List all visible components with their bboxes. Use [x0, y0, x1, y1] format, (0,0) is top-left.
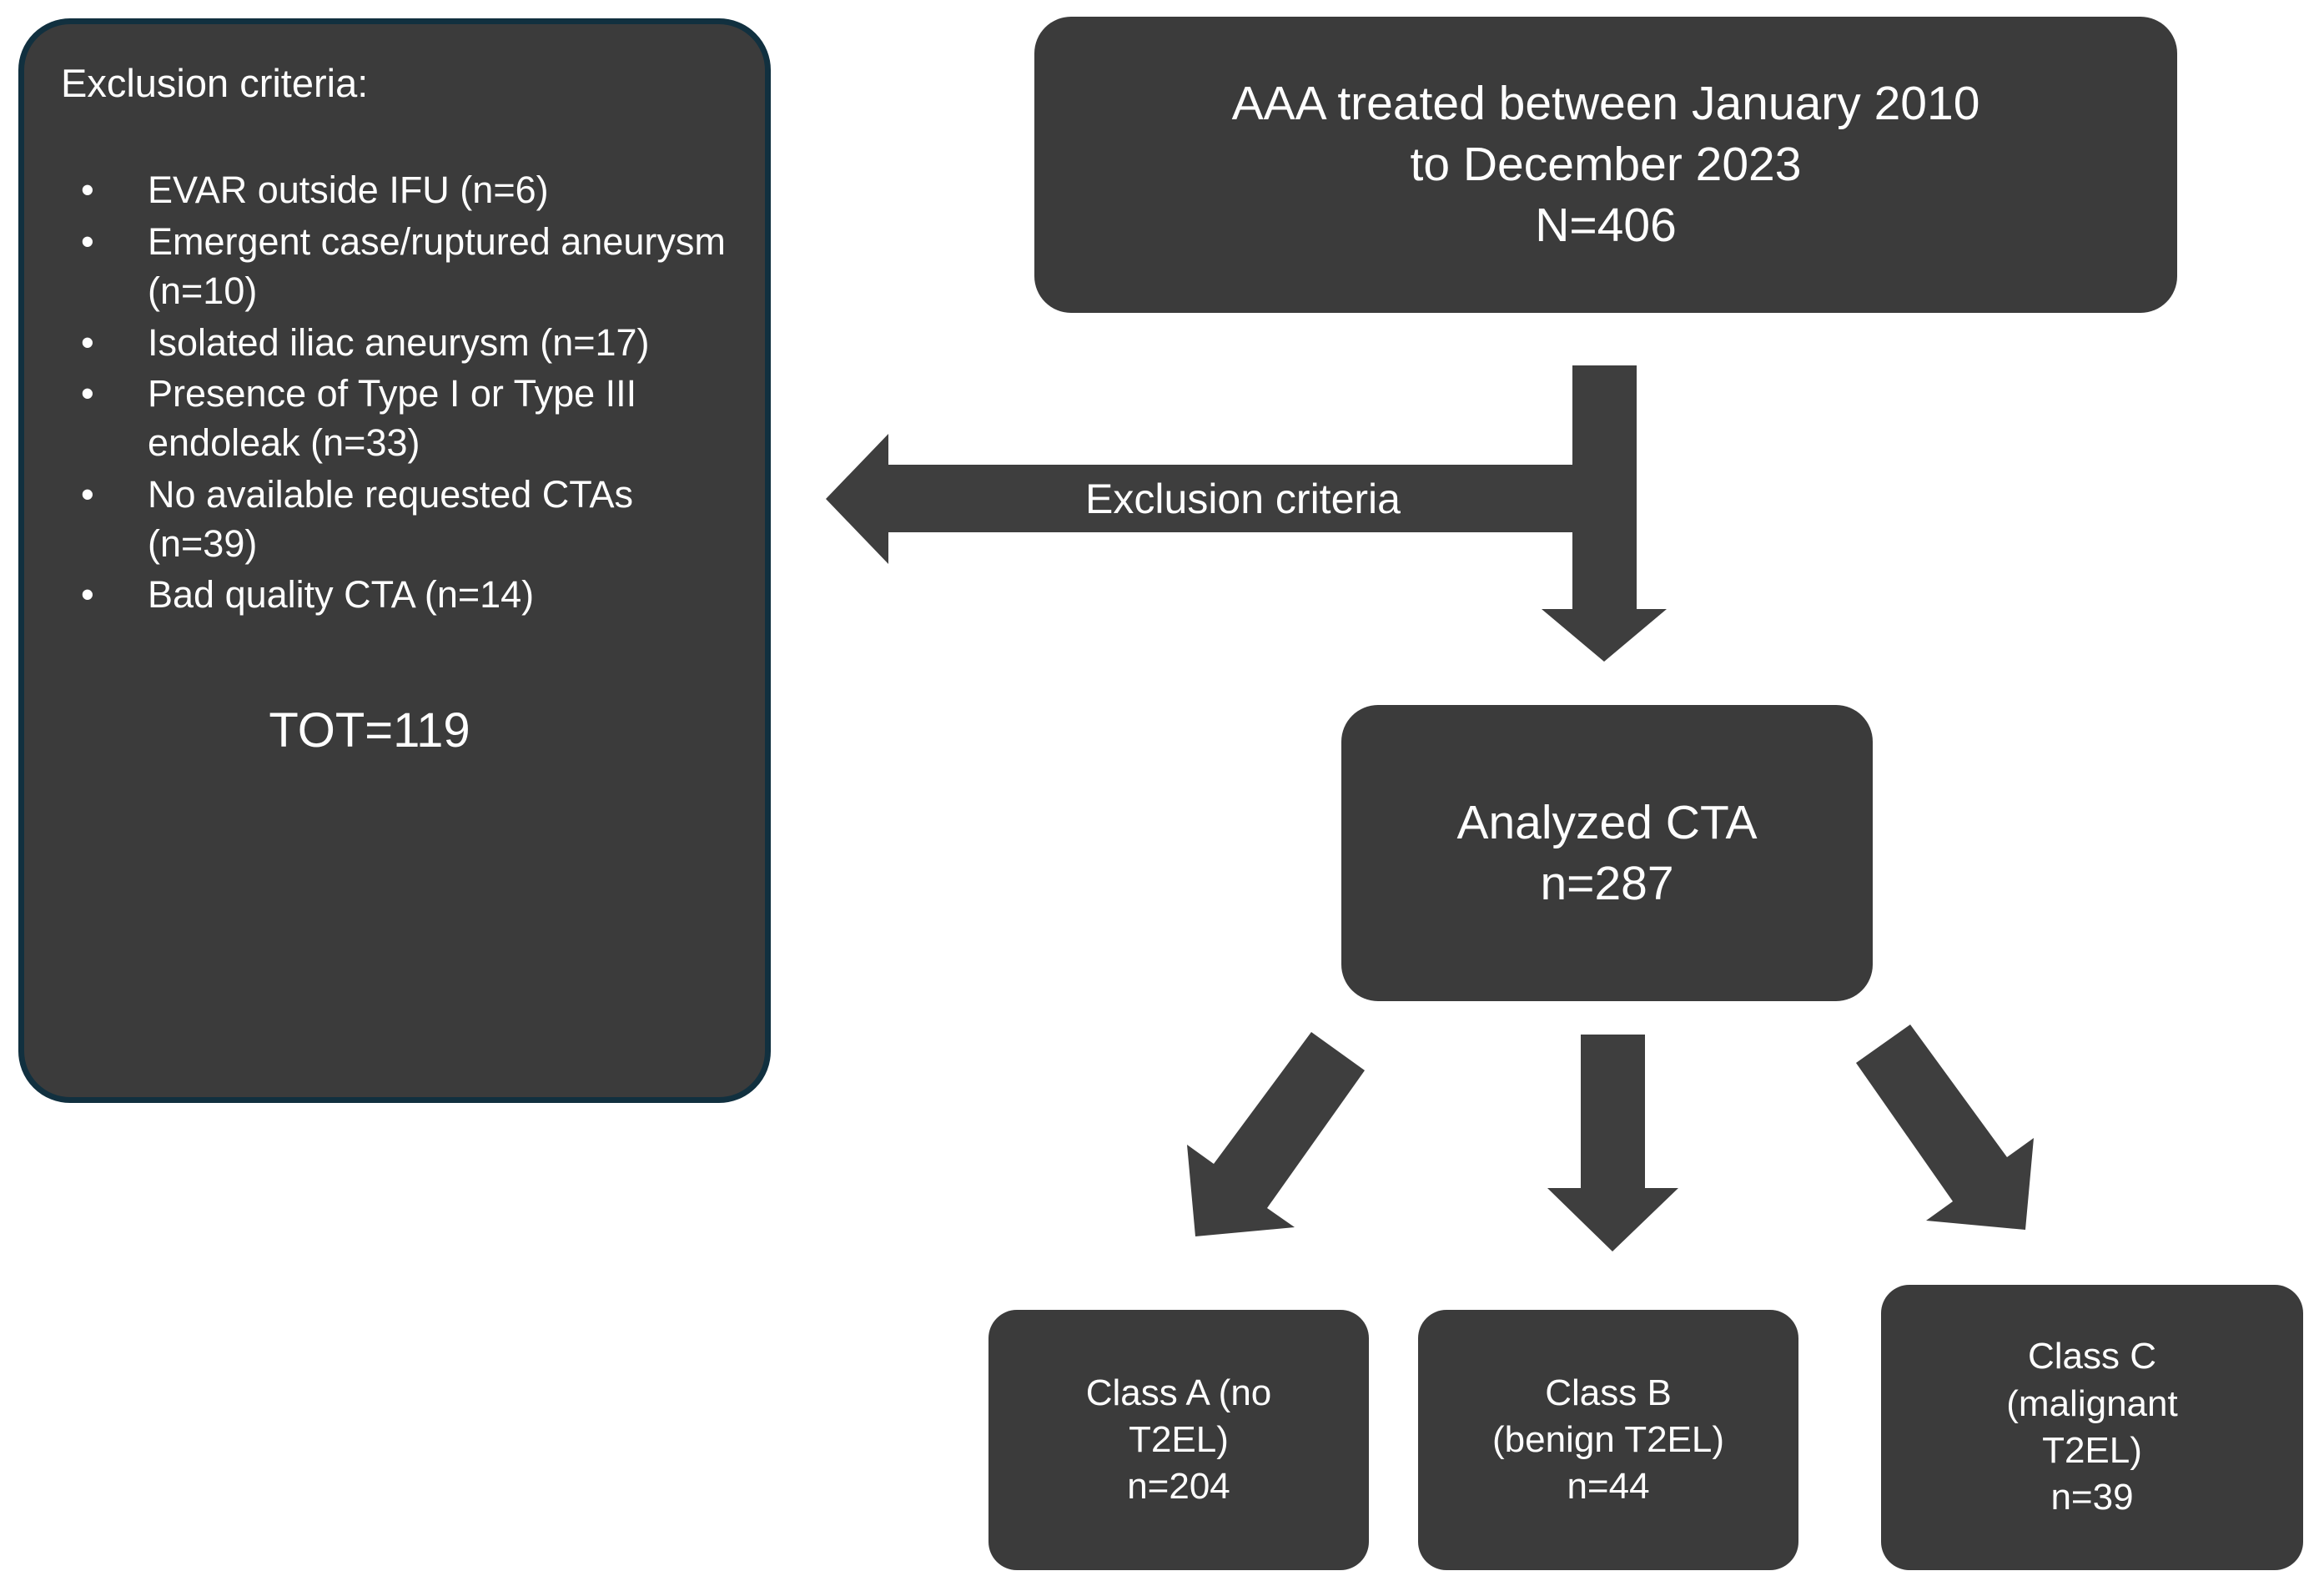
class-c-line-1: Class C — [2027, 1336, 2157, 1377]
list-item: • EVAR outside IFU (n=6) — [53, 165, 737, 214]
list-item: • Presence of Type I or Type III endolea… — [53, 369, 737, 468]
list-item: • No available requested CTAs (n=39) — [53, 470, 737, 569]
class-a-line-1: Class A (no — [1085, 1372, 1272, 1413]
exclusion-total: TOT=119 — [269, 702, 470, 758]
class-b-box: Class B (benign T2EL) n=44 — [1418, 1310, 1798, 1570]
analyzed-count: n=287 — [1540, 856, 1674, 910]
class-a-arrow-icon — [1187, 1032, 1365, 1236]
list-item-label: Emergent case/ruptured aneurysm (n=10) — [148, 219, 726, 313]
list-item-label: Bad quality CTA (n=14) — [148, 573, 535, 617]
class-a-box: Class A (no T2EL) n=204 — [988, 1310, 1369, 1570]
exclusion-arrow-label: Exclusion criteria — [1085, 475, 1401, 522]
class-c-line-2: (malignant — [2006, 1382, 2178, 1424]
class-c-box: Class C (malignant T2EL) n=39 — [1881, 1285, 2303, 1570]
analyzed-cta-box: Analyzed CTA n=287 — [1341, 705, 1873, 1001]
list-item-label: Presence of Type I or Type III endoleak … — [148, 371, 637, 465]
analyzed-label: Analyzed CTA — [1456, 795, 1758, 849]
class-c-line-3: T2EL) — [2042, 1430, 2142, 1471]
cohort-line-1: AAA treated between January 2010 — [1231, 77, 1980, 131]
exclusion-criteria-panel: Exclusion criteria: • EVAR outside IFU (… — [18, 18, 771, 1103]
list-item: • Emergent case/ruptured aneurysm (n=10) — [53, 217, 737, 316]
bullet-icon: • — [81, 472, 94, 516]
bullet-icon: • — [81, 371, 94, 415]
class-b-line-1: Class B — [1545, 1372, 1672, 1413]
class-c-count: n=39 — [2050, 1477, 2134, 1518]
class-a-count: n=204 — [1127, 1466, 1230, 1508]
list-item-label: No available requested CTAs (n=39) — [148, 472, 633, 566]
class-b-count: n=44 — [1567, 1466, 1650, 1508]
cohort-line-2: to December 2023 — [1410, 138, 1802, 192]
list-item: • Isolated iliac aneurysm (n=17) — [53, 318, 737, 367]
bullet-icon: • — [81, 320, 94, 364]
list-item-label: EVAR outside IFU (n=6) — [148, 169, 549, 212]
bullet-icon: • — [81, 573, 94, 617]
cohort-count: N=406 — [1535, 198, 1677, 252]
bullet-icon: • — [81, 169, 94, 212]
list-item: • Bad quality CTA (n=14) — [53, 570, 737, 619]
class-b-line-2: (benign T2EL) — [1491, 1418, 1725, 1460]
cohort-box: AAA treated between January 2010 to Dece… — [1034, 17, 2177, 313]
exclusion-criteria-list: • EVAR outside IFU (n=6) • Emergent case… — [53, 165, 737, 620]
list-item-label: Isolated iliac aneurysm (n=17) — [148, 320, 650, 364]
class-b-arrow-icon — [1547, 1035, 1678, 1251]
class-a-line-2: T2EL) — [1129, 1418, 1229, 1460]
bullet-icon: • — [81, 219, 94, 263]
class-c-arrow-icon — [1856, 1025, 2034, 1230]
exclusion-panel-title: Exclusion criteria: — [61, 61, 369, 105]
